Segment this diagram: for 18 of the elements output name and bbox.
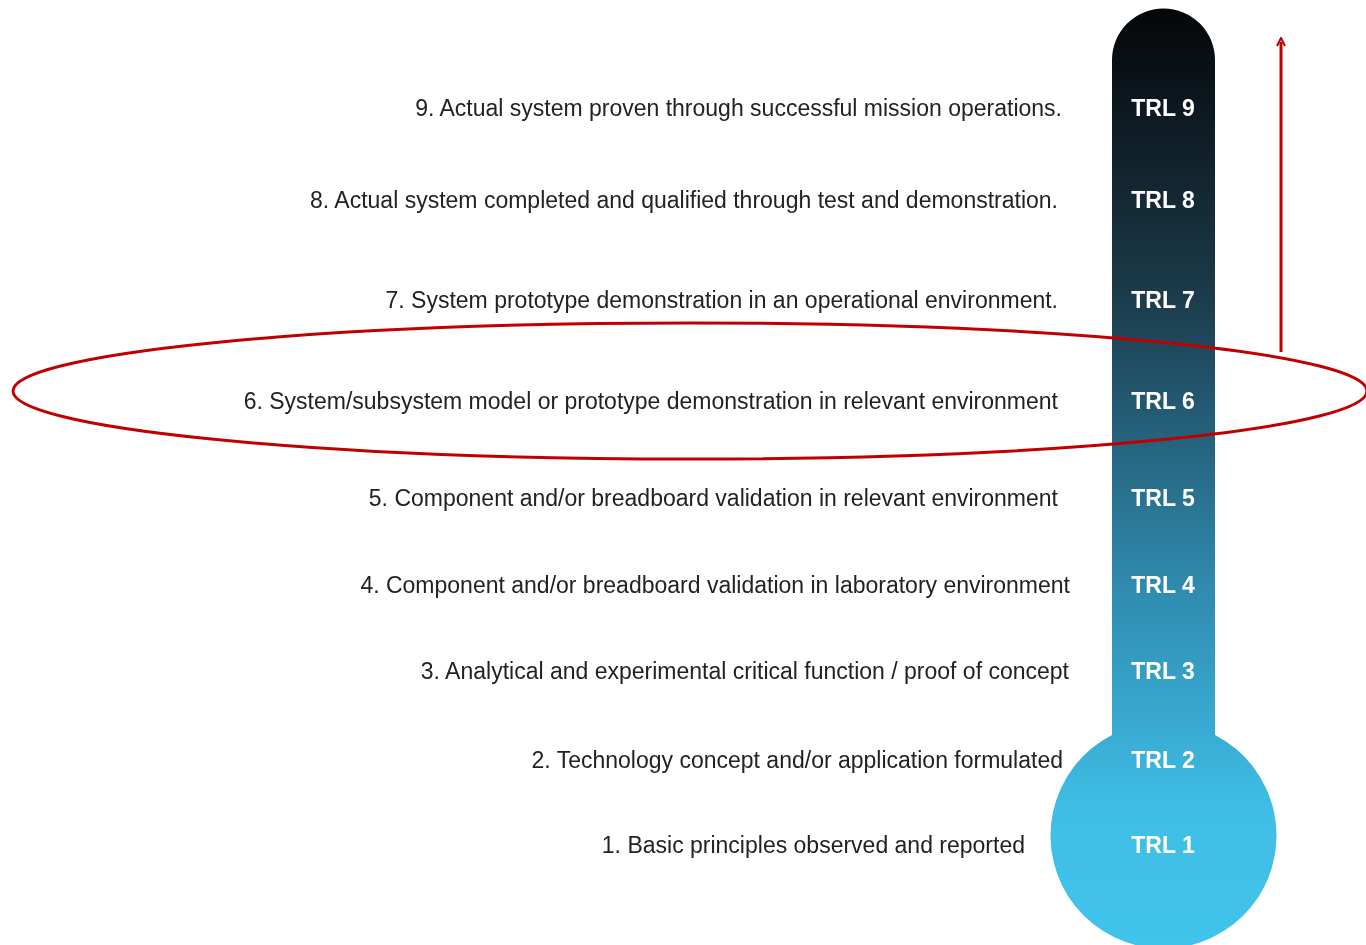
level-label: TRL 9 [1131, 96, 1195, 120]
level-description: 6. System/subsystem model or prototype demonstration in relevant environment [243, 389, 1058, 413]
level-label: TRL 6 [1131, 389, 1195, 413]
level-description: 5. Component and/or breadboard validation in relevant environment [368, 486, 1058, 510]
level-label: TRL 2 [1131, 748, 1195, 772]
level-description: 2. Technology concept and/or application formulated [531, 748, 1063, 772]
level-label: TRL 3 [1131, 659, 1195, 683]
level-description: 1. Basic principles observed and reported [601, 833, 1025, 857]
level-description: 4. Component and/or breadboard validation in laboratory environment [360, 573, 1070, 597]
level-description: 7. System prototype demonstration in an operational environment. [385, 288, 1058, 312]
level-label: TRL 8 [1131, 188, 1195, 212]
level-label: TRL 7 [1131, 288, 1195, 312]
level-label: TRL 5 [1131, 486, 1195, 510]
level-description: 9. Actual system proven through successful mission operations. [415, 96, 1062, 120]
level-label: TRL 4 [1131, 573, 1195, 597]
level-description: 8. Actual system completed and qualified through test and demonstration. [310, 188, 1058, 212]
level-label: TRL 1 [1131, 833, 1195, 857]
level-description: 3. Analytical and experimental critical function / proof of concept [420, 659, 1069, 683]
